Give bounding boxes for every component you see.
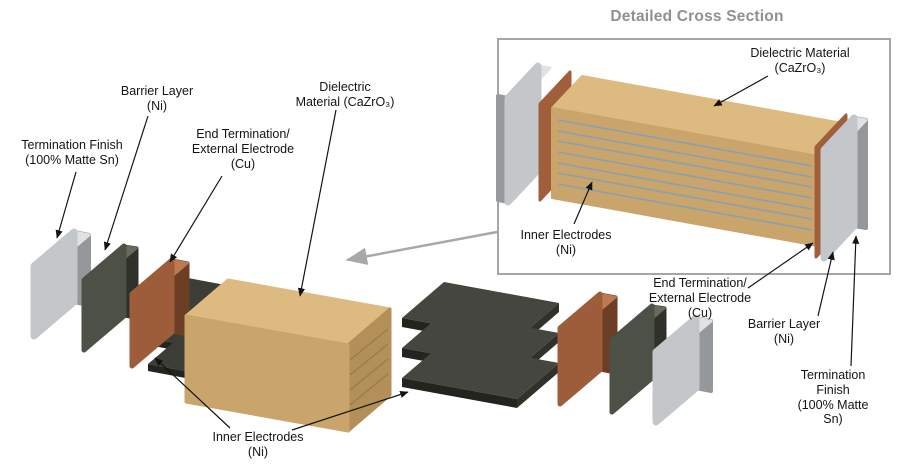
dielectric-front-face — [184, 314, 350, 433]
barrier-layer-left-shape — [81, 243, 139, 353]
label-cs-end-termination: End Termination/ External Electrode (Cu) — [648, 276, 752, 320]
arrow-cs-barrier — [817, 251, 835, 317]
arrow-barrier-left — [103, 115, 149, 251]
label-barrier-left: Barrier Layer (Ni) — [120, 84, 194, 113]
electrode-plate-top — [402, 342, 559, 399]
label-cs-dielectric: Dielectric Material (CaZrO₃) — [750, 46, 850, 75]
label-dielectric-left: Dielectric Material (CaZrO₃) — [295, 80, 395, 109]
cap-face — [30, 228, 78, 340]
arrow-cs-termination-finish — [850, 235, 860, 367]
cross-section-chip — [496, 62, 868, 262]
pointer-arrows — [55, 75, 860, 431]
termination-finish-left-shape — [30, 228, 91, 340]
label-inner-electrodes-left: Inner Electrodes (Ni) — [212, 430, 304, 459]
arrow-inner-electrodes-b — [291, 391, 409, 431]
cap-face — [557, 291, 603, 407]
dielectric-body-shape — [184, 278, 392, 433]
label-cs-inner-electrodes: Inner Electrodes (Ni) — [520, 228, 612, 257]
arrow-dielectric-left — [297, 109, 337, 297]
termination-finish-right-shape — [652, 314, 713, 426]
arrow-termination-finish-left — [55, 171, 77, 239]
cap-face — [820, 114, 858, 262]
cs-termination-right-shape — [820, 114, 868, 262]
cap-face — [129, 257, 175, 369]
end-termination-left-shape — [129, 257, 190, 369]
cap-face — [504, 62, 542, 206]
cs-inner-electrode-lines — [557, 119, 813, 231]
arrow-cs-end-termination — [747, 242, 814, 289]
electrode-plate-edge — [402, 378, 517, 408]
inner-electrodes-right-shape — [402, 282, 559, 408]
cross-section-title: Detailed Cross Section — [610, 8, 784, 25]
arrow-inner-electrodes-a — [154, 357, 231, 429]
label-termination-finish-left: Termination Finish (100% Matte Sn) — [21, 138, 123, 167]
cs-termination-left-shape — [496, 62, 552, 206]
label-cs-barrier: Barrier Layer (Ni) — [747, 317, 821, 346]
label-cs-termination-finish: Termination Finish (100% Matte Sn) — [797, 368, 869, 427]
cap-face — [652, 314, 700, 426]
label-end-termination-left: End Termination/ External Electrode (Cu) — [191, 127, 295, 171]
arrow-cs-inner-electrodes — [573, 181, 593, 225]
cap-face — [81, 243, 127, 353]
arrow-cs-dielectric — [713, 75, 769, 107]
inset-pointer-arrow — [345, 230, 498, 265]
arrow-end-termination-left — [169, 175, 223, 263]
cap-face — [609, 303, 655, 415]
dielectric-layer-lines — [349, 328, 389, 406]
end-termination-right-shape — [557, 291, 618, 407]
electrode-plate-side — [517, 363, 559, 408]
